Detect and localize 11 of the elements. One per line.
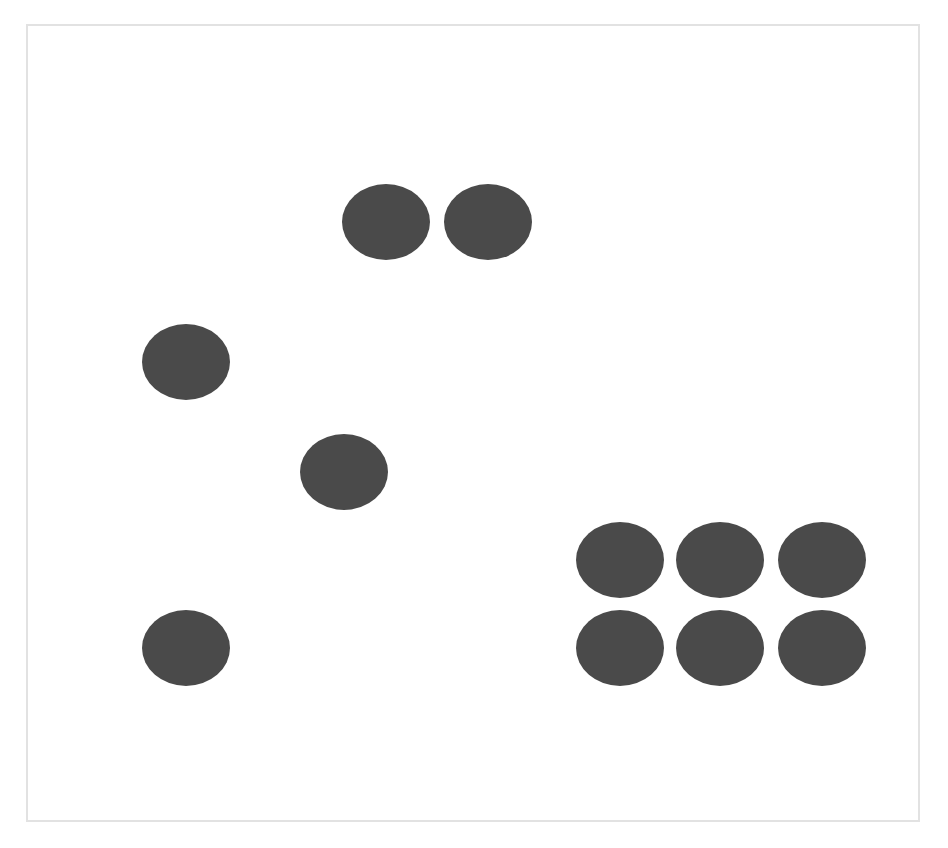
- dot: [444, 184, 532, 260]
- dot: [300, 434, 388, 510]
- dot: [676, 522, 764, 598]
- dot: [576, 522, 664, 598]
- dot: [142, 324, 230, 400]
- dot: [142, 610, 230, 686]
- dot: [676, 610, 764, 686]
- dot: [576, 610, 664, 686]
- dot: [778, 610, 866, 686]
- dot: [342, 184, 430, 260]
- dot: [778, 522, 866, 598]
